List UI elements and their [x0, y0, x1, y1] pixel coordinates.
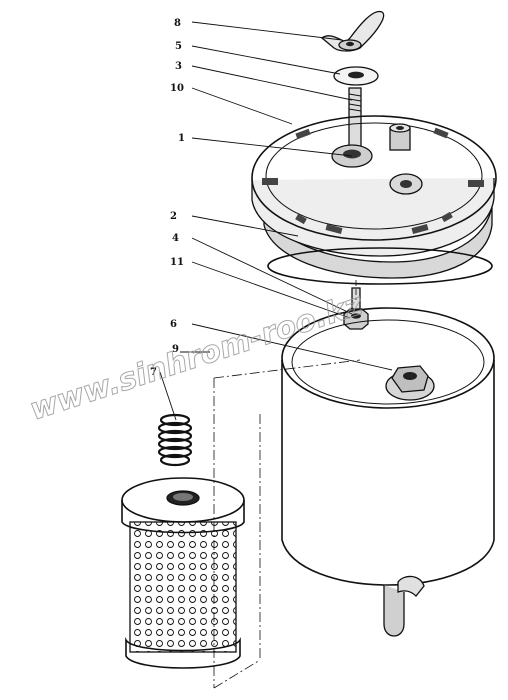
- callout-8: 8: [174, 18, 181, 29]
- callout-9: 9: [172, 344, 179, 355]
- axis-lines: [213, 280, 361, 689]
- callout-5: 5: [175, 41, 182, 52]
- washer-part: [333, 66, 379, 86]
- leader-lines: [159, 21, 393, 421]
- callout-4: 4: [172, 233, 179, 244]
- wing-nut-part: [320, 10, 385, 52]
- seal-ring-part: [267, 247, 493, 285]
- bowl-housing-part: [281, 307, 495, 637]
- callout-11: 11: [170, 257, 184, 268]
- stud-bolt-part: [348, 87, 362, 153]
- callout-7: 7: [150, 367, 157, 378]
- callout-3: 3: [175, 61, 182, 72]
- spring-part: [157, 413, 193, 467]
- callout-6: 6: [170, 319, 177, 330]
- callout-labels: 8 5 3 10 1 2 4 11 6 9 7: [150, 18, 185, 378]
- housing-cover-part: [251, 115, 497, 279]
- callout-2: 2: [170, 211, 177, 222]
- filter-element-part: [121, 477, 245, 669]
- callout-10: 10: [170, 83, 184, 94]
- callout-1: 1: [178, 133, 185, 144]
